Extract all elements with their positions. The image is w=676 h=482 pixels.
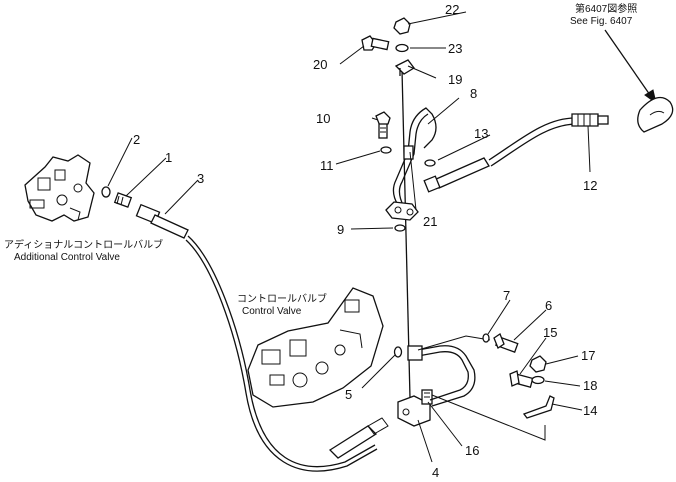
callout-8: 8 <box>470 86 477 101</box>
remote-part-icon <box>637 96 674 133</box>
fitting-21 <box>403 145 414 160</box>
callout-20: 20 <box>313 57 327 72</box>
hose-12 <box>423 113 609 193</box>
pipe-8 <box>385 107 437 221</box>
o-ring-2 <box>101 186 111 198</box>
callout-17: 17 <box>581 348 595 363</box>
reference-jp: 第6407図参照 <box>575 2 637 15</box>
nut-17 <box>529 355 547 373</box>
o-ring-5 <box>393 346 403 358</box>
pipe-lower <box>417 351 469 401</box>
reference-arrow <box>604 29 651 96</box>
figure-reference: 第6407図参照 See Fig. 6407 <box>570 2 657 105</box>
bolt-15 <box>509 370 534 388</box>
callout-15: 15 <box>543 325 557 340</box>
o-ring-13 <box>424 159 436 167</box>
fitting-16 <box>421 389 433 405</box>
leader-6-7 <box>417 335 491 351</box>
callout-19: 19 <box>448 72 462 87</box>
callout-11: 11 <box>320 158 334 173</box>
callout-numbers: 1 2 3 4 5 6 7 8 9 10 11 12 13 14 15 16 1… <box>133 2 597 480</box>
block-4 <box>328 395 431 459</box>
callout-9: 9 <box>337 222 344 237</box>
reference-en: See Fig. 6407 <box>570 16 633 27</box>
washer-7 <box>482 333 490 343</box>
additional-valve-icon <box>24 154 95 222</box>
callout-13: 13 <box>474 126 488 141</box>
callout-23: 23 <box>448 41 462 56</box>
bolt-20 <box>361 35 390 51</box>
callout-5: 5 <box>345 387 352 402</box>
washer-11 <box>380 146 392 154</box>
callout-2: 2 <box>133 132 140 147</box>
hose-3 <box>135 203 378 472</box>
callout-12: 12 <box>583 178 597 193</box>
callout-18: 18 <box>583 378 597 393</box>
bolt-6 <box>493 333 519 353</box>
callout-16: 16 <box>465 443 479 458</box>
callout-6: 6 <box>545 298 552 313</box>
washer-23 <box>395 43 409 53</box>
pipe-lower-fitting <box>407 345 423 361</box>
washer-18 <box>531 375 545 385</box>
bracket-19 <box>394 59 415 76</box>
bolt-10 <box>375 111 391 139</box>
o-ring-9 <box>394 224 406 232</box>
callout-3: 3 <box>197 171 204 186</box>
callout-14: 14 <box>583 403 597 418</box>
leader-14 <box>431 394 546 441</box>
fitting-1 <box>113 192 133 208</box>
callout-7: 7 <box>503 288 510 303</box>
callout-21: 21 <box>423 214 437 229</box>
leader-lines <box>107 11 591 463</box>
additional-valve-label-jp: アディショナルコントロールバルブ <box>4 238 163 251</box>
control-valve-label-en: Control Valve <box>242 306 302 317</box>
control-valve-label-jp: コントロールバルブ <box>237 292 327 305</box>
callout-4: 4 <box>432 465 439 480</box>
callout-1: 1 <box>165 150 172 165</box>
pipe-lower-edge <box>417 345 476 407</box>
bracket-14 <box>522 395 555 419</box>
nut-22 <box>393 17 411 35</box>
control-valve-icon <box>247 287 384 408</box>
pipe-center <box>401 69 411 399</box>
callout-10: 10 <box>316 111 330 126</box>
additional-valve-label-en: Additional Control Valve <box>14 252 120 263</box>
callout-22: 22 <box>445 2 459 17</box>
